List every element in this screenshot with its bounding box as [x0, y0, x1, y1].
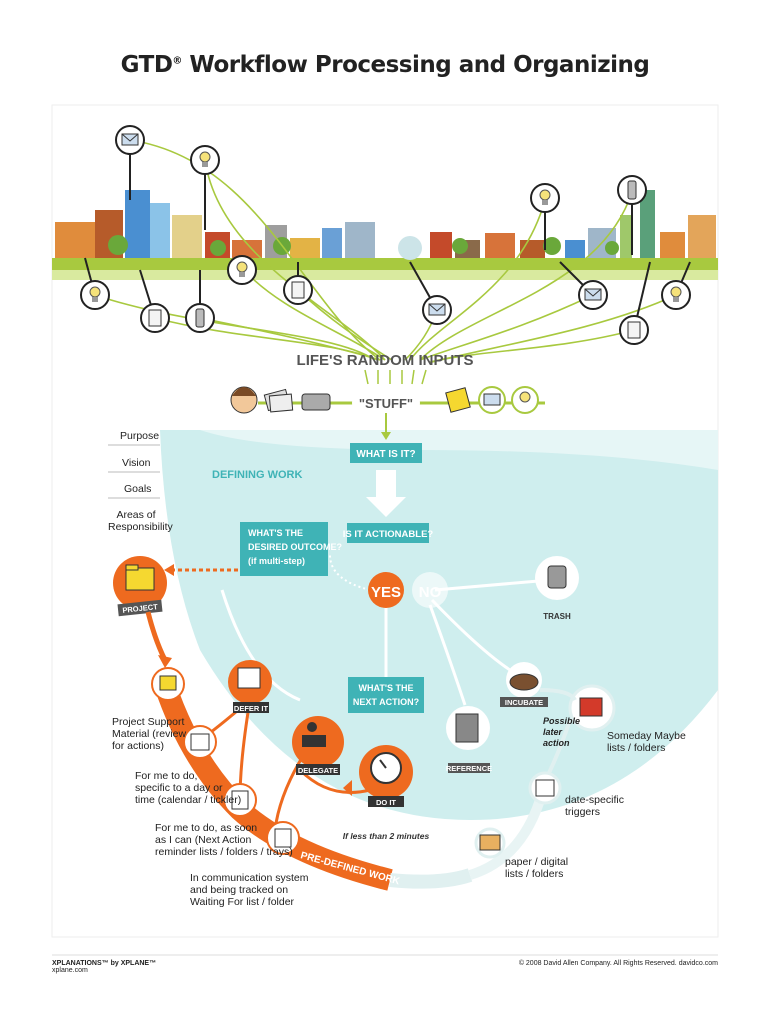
- nest-icon: [510, 674, 538, 690]
- if-less-label: If less than 2 minutes: [343, 831, 430, 841]
- svg-text:WHAT'S THE: WHAT'S THE: [359, 683, 414, 693]
- lightbulb-icon: [81, 281, 109, 309]
- svg-text:NEXT ACTION?: NEXT ACTION?: [353, 697, 419, 707]
- phone-icon: [186, 304, 214, 332]
- lightbulb-icon: [191, 146, 219, 174]
- manila-folder-icon: [480, 835, 500, 850]
- calendar-icon: [238, 668, 260, 688]
- person-icon: [231, 387, 257, 413]
- svg-text:TRASH: TRASH: [543, 612, 571, 621]
- stuff-label: "STUFF": [359, 396, 413, 411]
- horizon-purpose: Purpose: [120, 430, 159, 442]
- sticky-note-icon: [446, 388, 470, 412]
- defining-work-label: DEFINING WORK: [212, 469, 302, 481]
- document-icon: [284, 276, 312, 304]
- footer-copyright: © 2008 David Allen Company. All Rights R…: [480, 960, 718, 967]
- envelope-icon: [579, 281, 607, 309]
- svg-text:NO: NO: [419, 584, 442, 601]
- lightbulb-icon: [512, 387, 538, 413]
- red-folder-icon: [580, 698, 602, 716]
- lightbulb-icon: [531, 184, 559, 212]
- phone-device-icon: [302, 394, 330, 410]
- lightbulb-icon: [662, 281, 690, 309]
- ground-strip: [52, 258, 718, 270]
- svg-text:DELEGATE: DELEGATE: [298, 766, 338, 775]
- svg-text:DEFER IT: DEFER IT: [234, 704, 269, 713]
- envelope-icon: [423, 296, 451, 324]
- svg-text:WHAT IS IT?: WHAT IS IT?: [356, 449, 415, 460]
- svg-text:DO IT: DO IT: [376, 798, 396, 807]
- trash-icon: [548, 566, 566, 588]
- horizon-vision: Vision: [122, 457, 150, 469]
- svg-text:WHAT'S THE: WHAT'S THE: [248, 528, 303, 538]
- svg-text:IS IT ACTIONABLE?: IS IT ACTIONABLE?: [343, 529, 434, 540]
- banner-inputs: LIFE'S RANDOM INPUTS: [297, 352, 474, 369]
- svg-text:DESIRED OUTCOME?: DESIRED OUTCOME?: [248, 542, 342, 552]
- svg-text:REFERENCE: REFERENCE: [446, 764, 492, 773]
- svg-text:INCUBATE: INCUBATE: [505, 698, 543, 707]
- document-icon: [620, 316, 648, 344]
- svg-text:YES: YES: [371, 584, 401, 601]
- horizon-goals: Goals: [124, 483, 151, 495]
- document-icon: [141, 304, 169, 332]
- folder-icon: [126, 565, 154, 590]
- svg-text:(if multi-step): (if multi-step): [248, 556, 305, 566]
- lightbulb-icon: [228, 256, 256, 284]
- envelope-icon: [479, 387, 505, 413]
- file-cabinet-icon: [456, 714, 478, 742]
- phone-icon: [618, 176, 646, 204]
- footer-brand: XPLANATIONS™ by XPLANE™ xplane.com: [52, 960, 156, 974]
- envelope-icon: [116, 126, 144, 154]
- tickler-icon: [536, 780, 554, 796]
